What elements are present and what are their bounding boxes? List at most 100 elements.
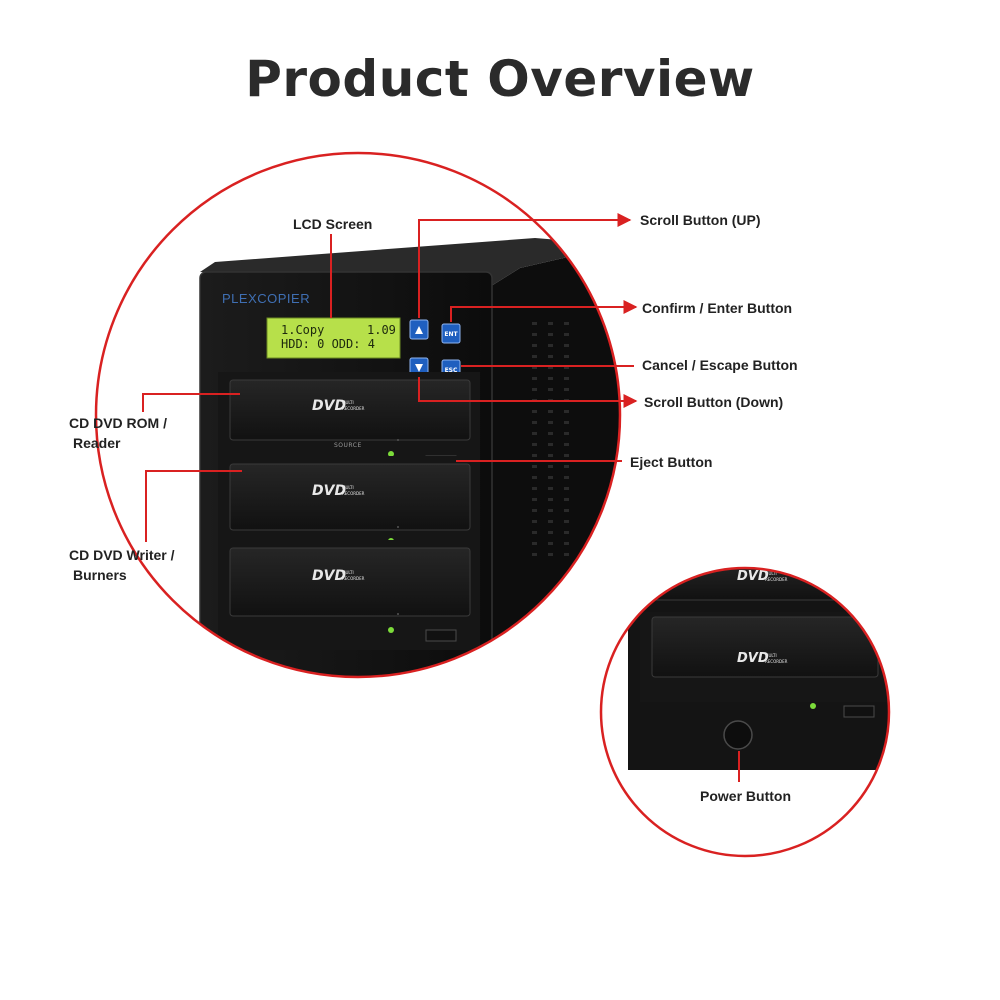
lcd-line2: HDD: 0 ODD: 4: [281, 337, 375, 351]
vent-slot: [548, 377, 553, 380]
vent-slot: [564, 366, 569, 369]
vent-slot: [548, 509, 553, 512]
vent-slot: [532, 443, 537, 446]
vent-slot: [532, 377, 537, 380]
side-vents: [532, 322, 569, 556]
callout-line-writer: [145, 470, 242, 542]
dvd-logo-sub1: MULTI: [765, 571, 777, 576]
dvd-logo-sub2: RECORDER: [342, 406, 365, 411]
vent-slot: [564, 454, 569, 457]
callout-line-reader: [142, 393, 240, 412]
vent-slot: [532, 553, 537, 556]
callout-line-enter: [450, 300, 638, 322]
dvd-logo-sub2: RECORDER: [765, 659, 788, 664]
vent-slot: [532, 498, 537, 501]
vent-slot: [548, 542, 553, 545]
vent-slot: [532, 432, 537, 435]
label-lcd-screen: LCD Screen: [293, 216, 373, 232]
vent-slot: [532, 322, 537, 325]
vent-slot: [564, 476, 569, 479]
vent-slot: [564, 333, 569, 336]
vent-slot: [564, 465, 569, 468]
label-scroll-up: Scroll Button (UP): [640, 212, 761, 228]
label-power: Power Button: [700, 788, 791, 804]
eject-button[interactable]: [843, 705, 875, 718]
vent-slot: [564, 421, 569, 424]
activity-led: [810, 703, 816, 709]
vent-slot: [564, 443, 569, 446]
drive-bay-writer-2: DVD MULTI RECORDER: [218, 540, 480, 650]
disc-tray[interactable]: [229, 547, 471, 617]
disc-tray[interactable]: [229, 463, 471, 531]
vent-slot: [548, 410, 553, 413]
label-scroll-down: Scroll Button (Down): [644, 394, 784, 410]
dvd-logo: DVD: [737, 569, 769, 584]
vent-slot: [548, 333, 553, 336]
disc-tray[interactable]: [651, 616, 879, 678]
dvd-logo-sub1: MULTI: [342, 570, 354, 575]
magnifier-circle-main: [94, 151, 622, 679]
label-writer-line2: Burners: [73, 567, 127, 583]
vent-slot: [548, 322, 553, 325]
eject-button[interactable]: [425, 629, 457, 642]
vent-slot: [548, 432, 553, 435]
dvd-logo-sub2: RECORDER: [765, 577, 788, 582]
drive-bay-writer-1: DVD MULTI RECORDER: [218, 456, 480, 555]
dvd-logo: DVD: [737, 651, 769, 666]
label-writer-line1: CD DVD Writer /: [69, 547, 175, 563]
vent-slot: [532, 520, 537, 523]
dvd-logo-sub1: MULTI: [765, 653, 777, 658]
vent-slot: [532, 366, 537, 369]
vent-slot: [548, 355, 553, 358]
vent-slot: [532, 388, 537, 391]
vent-slot: [564, 355, 569, 358]
vent-slot: [532, 355, 537, 358]
vent-slot: [548, 520, 553, 523]
vent-slot: [564, 520, 569, 523]
vent-slot: [548, 366, 553, 369]
vent-slot: [564, 531, 569, 534]
vent-slot: [564, 344, 569, 347]
enter-button-label: ENT: [444, 331, 458, 338]
label-reader-line2: Reader: [73, 435, 121, 451]
label-confirm-enter: Confirm / Enter Button: [642, 300, 793, 316]
scroll-up-button[interactable]: [409, 319, 429, 340]
triangle-down-icon: [415, 364, 423, 372]
callout-line-scroll-up: [418, 213, 632, 318]
vent-slot: [548, 421, 553, 424]
lcd-line1-left: 1.Copy: [281, 323, 324, 337]
vent-slot: [564, 388, 569, 391]
vent-slot: [548, 476, 553, 479]
vent-slot: [532, 531, 537, 534]
lcd-screen: [266, 317, 401, 359]
vent-slot: [548, 487, 553, 490]
enter-button[interactable]: ENT: [441, 323, 461, 344]
dvd-logo-sub1: MULTI: [342, 485, 354, 490]
dvd-logo-sub1: MULTI: [342, 400, 354, 405]
vent-slot: [532, 487, 537, 490]
vent-slot: [532, 542, 537, 545]
vent-slot: [532, 465, 537, 468]
power-button[interactable]: [723, 720, 753, 750]
vent-slot: [532, 421, 537, 424]
dvd-logo-sub2: RECORDER: [342, 576, 365, 581]
vent-slot: [532, 476, 537, 479]
label-cancel-escape: Cancel / Escape Button: [642, 357, 798, 373]
activity-led: [388, 451, 394, 457]
disc-tray[interactable]: [229, 379, 471, 441]
vent-slot: [548, 443, 553, 446]
vent-slot: [564, 432, 569, 435]
vent-slot: [564, 509, 569, 512]
escape-button-label: ESC: [445, 367, 458, 374]
vent-slot: [532, 509, 537, 512]
vent-slot: [548, 454, 553, 457]
drive-bay-reader: DVD MULTI RECORDER SOURCE: [218, 372, 480, 470]
lcd-line1-right: 1.09: [367, 323, 396, 337]
vent-slot: [532, 410, 537, 413]
source-label: SOURCE: [334, 442, 362, 449]
callout-line-scroll-down: [418, 377, 638, 408]
vent-slot: [564, 498, 569, 501]
dvd-logo: DVD: [312, 483, 346, 499]
vent-slot: [532, 454, 537, 457]
